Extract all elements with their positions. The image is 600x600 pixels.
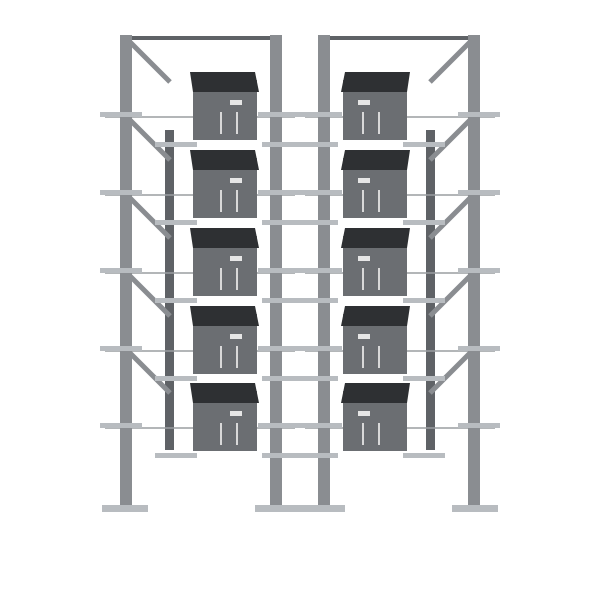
panel-slot bbox=[362, 423, 364, 445]
panel-slot bbox=[220, 268, 222, 290]
clamp-plate bbox=[258, 423, 300, 428]
clamp-plate bbox=[296, 298, 338, 303]
panel-label bbox=[230, 256, 242, 261]
clamp-plate bbox=[403, 453, 445, 458]
clamp-plate bbox=[300, 423, 342, 428]
panel-label bbox=[358, 334, 370, 339]
diagonal-brace bbox=[428, 196, 472, 240]
panel-label bbox=[358, 411, 370, 416]
clamp-plate bbox=[458, 346, 500, 351]
panel-top bbox=[190, 306, 259, 326]
clamp-plate bbox=[262, 220, 304, 225]
diagonal-brace bbox=[128, 351, 172, 395]
panel-slot bbox=[236, 346, 238, 368]
diagonal-brace bbox=[428, 118, 472, 162]
panel-slot bbox=[236, 190, 238, 212]
clamp-plate bbox=[262, 298, 304, 303]
diagonal-brace bbox=[128, 40, 172, 84]
top-bar bbox=[325, 36, 470, 40]
rack-structure bbox=[100, 35, 500, 512]
panel-slot bbox=[362, 190, 364, 212]
diagonal-brace bbox=[428, 274, 472, 318]
top-bar bbox=[130, 36, 275, 40]
panel-slot bbox=[236, 268, 238, 290]
panel-slot bbox=[378, 346, 380, 368]
clamp-plate bbox=[300, 346, 342, 351]
panel-slot bbox=[378, 190, 380, 212]
panel-top bbox=[341, 383, 410, 403]
clamp-plate bbox=[458, 190, 500, 195]
clamp-plate bbox=[403, 376, 445, 381]
panel-slot bbox=[236, 423, 238, 445]
clamp-plate bbox=[296, 220, 338, 225]
clamp-plate bbox=[300, 112, 342, 117]
panel-slot bbox=[362, 268, 364, 290]
panel-label bbox=[230, 100, 242, 105]
panel-top bbox=[341, 306, 410, 326]
panel-label bbox=[230, 178, 242, 183]
diagonal-brace bbox=[128, 196, 172, 240]
panel-top bbox=[190, 228, 259, 248]
panel-label bbox=[358, 100, 370, 105]
clamp-plate bbox=[458, 112, 500, 117]
diagonal-brace bbox=[128, 274, 172, 318]
clamp-plate bbox=[458, 423, 500, 428]
panel-slot bbox=[220, 346, 222, 368]
panel-slot bbox=[236, 112, 238, 134]
clamp-plate bbox=[458, 268, 500, 273]
panel-label bbox=[230, 334, 242, 339]
clamp-plate bbox=[296, 142, 338, 147]
clamp-plate bbox=[155, 453, 197, 458]
clamp-plate bbox=[300, 190, 342, 195]
clamp-plate bbox=[403, 220, 445, 225]
clamp-plate bbox=[403, 298, 445, 303]
panel-top bbox=[341, 228, 410, 248]
clamp-plate bbox=[300, 268, 342, 273]
clamp-plate bbox=[100, 190, 142, 195]
diagonal-brace bbox=[428, 40, 472, 84]
panel-slot bbox=[220, 423, 222, 445]
clamp-plate bbox=[258, 346, 300, 351]
base-plate bbox=[452, 505, 498, 512]
panel-label bbox=[358, 256, 370, 261]
panel-slot bbox=[362, 112, 364, 134]
base-plate bbox=[299, 505, 345, 512]
clamp-plate bbox=[262, 453, 304, 458]
panel-label bbox=[358, 178, 370, 183]
clamp-plate bbox=[100, 346, 142, 351]
panel-slot bbox=[220, 190, 222, 212]
clamp-plate bbox=[296, 376, 338, 381]
clamp-plate bbox=[258, 190, 300, 195]
panel-top bbox=[341, 150, 410, 170]
diagonal-brace bbox=[428, 351, 472, 395]
panel-slot bbox=[378, 112, 380, 134]
diagonal-brace bbox=[128, 118, 172, 162]
panel-top bbox=[190, 150, 259, 170]
clamp-plate bbox=[100, 112, 142, 117]
panel-slot bbox=[378, 268, 380, 290]
panel-slot bbox=[378, 423, 380, 445]
clamp-plate bbox=[258, 268, 300, 273]
base-plate bbox=[102, 505, 148, 512]
clamp-plate bbox=[258, 112, 300, 117]
clamp-plate bbox=[296, 453, 338, 458]
clamp-plate bbox=[262, 376, 304, 381]
clamp-plate bbox=[100, 423, 142, 428]
rear-post bbox=[165, 130, 174, 450]
base-plate bbox=[255, 505, 301, 512]
panel-top bbox=[190, 383, 259, 403]
rear-post bbox=[426, 130, 435, 450]
clamp-plate bbox=[155, 376, 197, 381]
clamp-plate bbox=[155, 298, 197, 303]
panel-slot bbox=[362, 346, 364, 368]
panel-top bbox=[190, 72, 259, 92]
panel-top bbox=[341, 72, 410, 92]
panel-label bbox=[230, 411, 242, 416]
clamp-plate bbox=[155, 142, 197, 147]
clamp-plate bbox=[262, 142, 304, 147]
panel-slot bbox=[220, 112, 222, 134]
clamp-plate bbox=[403, 142, 445, 147]
clamp-plate bbox=[155, 220, 197, 225]
clamp-plate bbox=[100, 268, 142, 273]
